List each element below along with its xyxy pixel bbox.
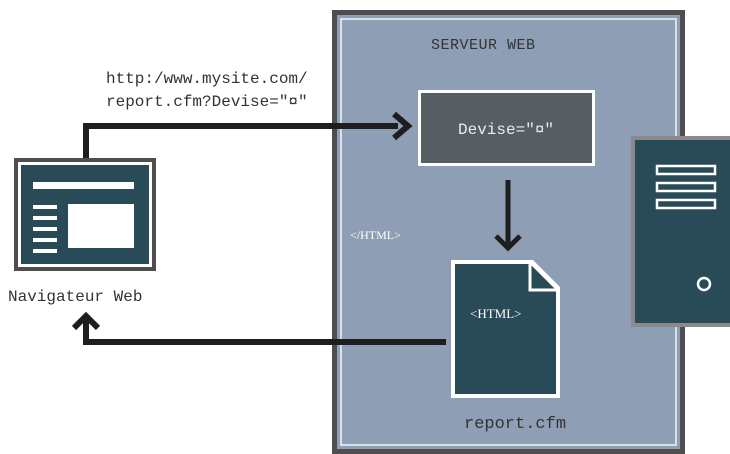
processing-arrow — [494, 180, 522, 252]
request-arrow-line — [83, 123, 398, 158]
server-drive-slot — [655, 181, 717, 193]
browser-text-line — [33, 205, 57, 209]
template-file-label: report.cfm — [464, 415, 567, 434]
html-document-icon — [451, 260, 560, 398]
parameter-box-fill — [421, 93, 592, 163]
processing-arrow-head — [494, 234, 522, 252]
closing-html-tag: </HTML> — [350, 228, 401, 242]
browser-address-bar — [33, 182, 134, 189]
response-arrow-head — [71, 311, 101, 331]
document-body — [455, 264, 556, 394]
browser-text-line — [33, 238, 57, 242]
browser-text-line — [33, 249, 57, 253]
server-drive-slot — [655, 198, 717, 210]
request-arrow — [83, 111, 413, 158]
browser-content-panel — [68, 204, 134, 248]
server-power-led — [696, 276, 712, 292]
request-url-line-2: report.cfm?Devise="¤" — [106, 93, 308, 111]
response-arrow — [71, 311, 446, 345]
server-drive-slot — [655, 164, 717, 176]
request-arrow-head — [392, 111, 413, 141]
opening-html-tag: <HTML> — [470, 306, 522, 321]
browser-window-icon — [14, 158, 156, 271]
document-fold — [528, 264, 556, 292]
response-arrow-line — [83, 318, 446, 345]
server-tower-icon — [631, 136, 730, 327]
browser-text-line — [33, 216, 57, 220]
browser-label: Navigateur Web — [8, 288, 143, 306]
parameter-label: Devise="¤" — [458, 121, 555, 139]
server-title: SERVEUR WEB — [431, 37, 536, 54]
parameter-box — [418, 90, 595, 166]
browser-text-line — [33, 227, 57, 231]
request-url-line-1: http:/www.mysite.com/ — [106, 70, 308, 88]
